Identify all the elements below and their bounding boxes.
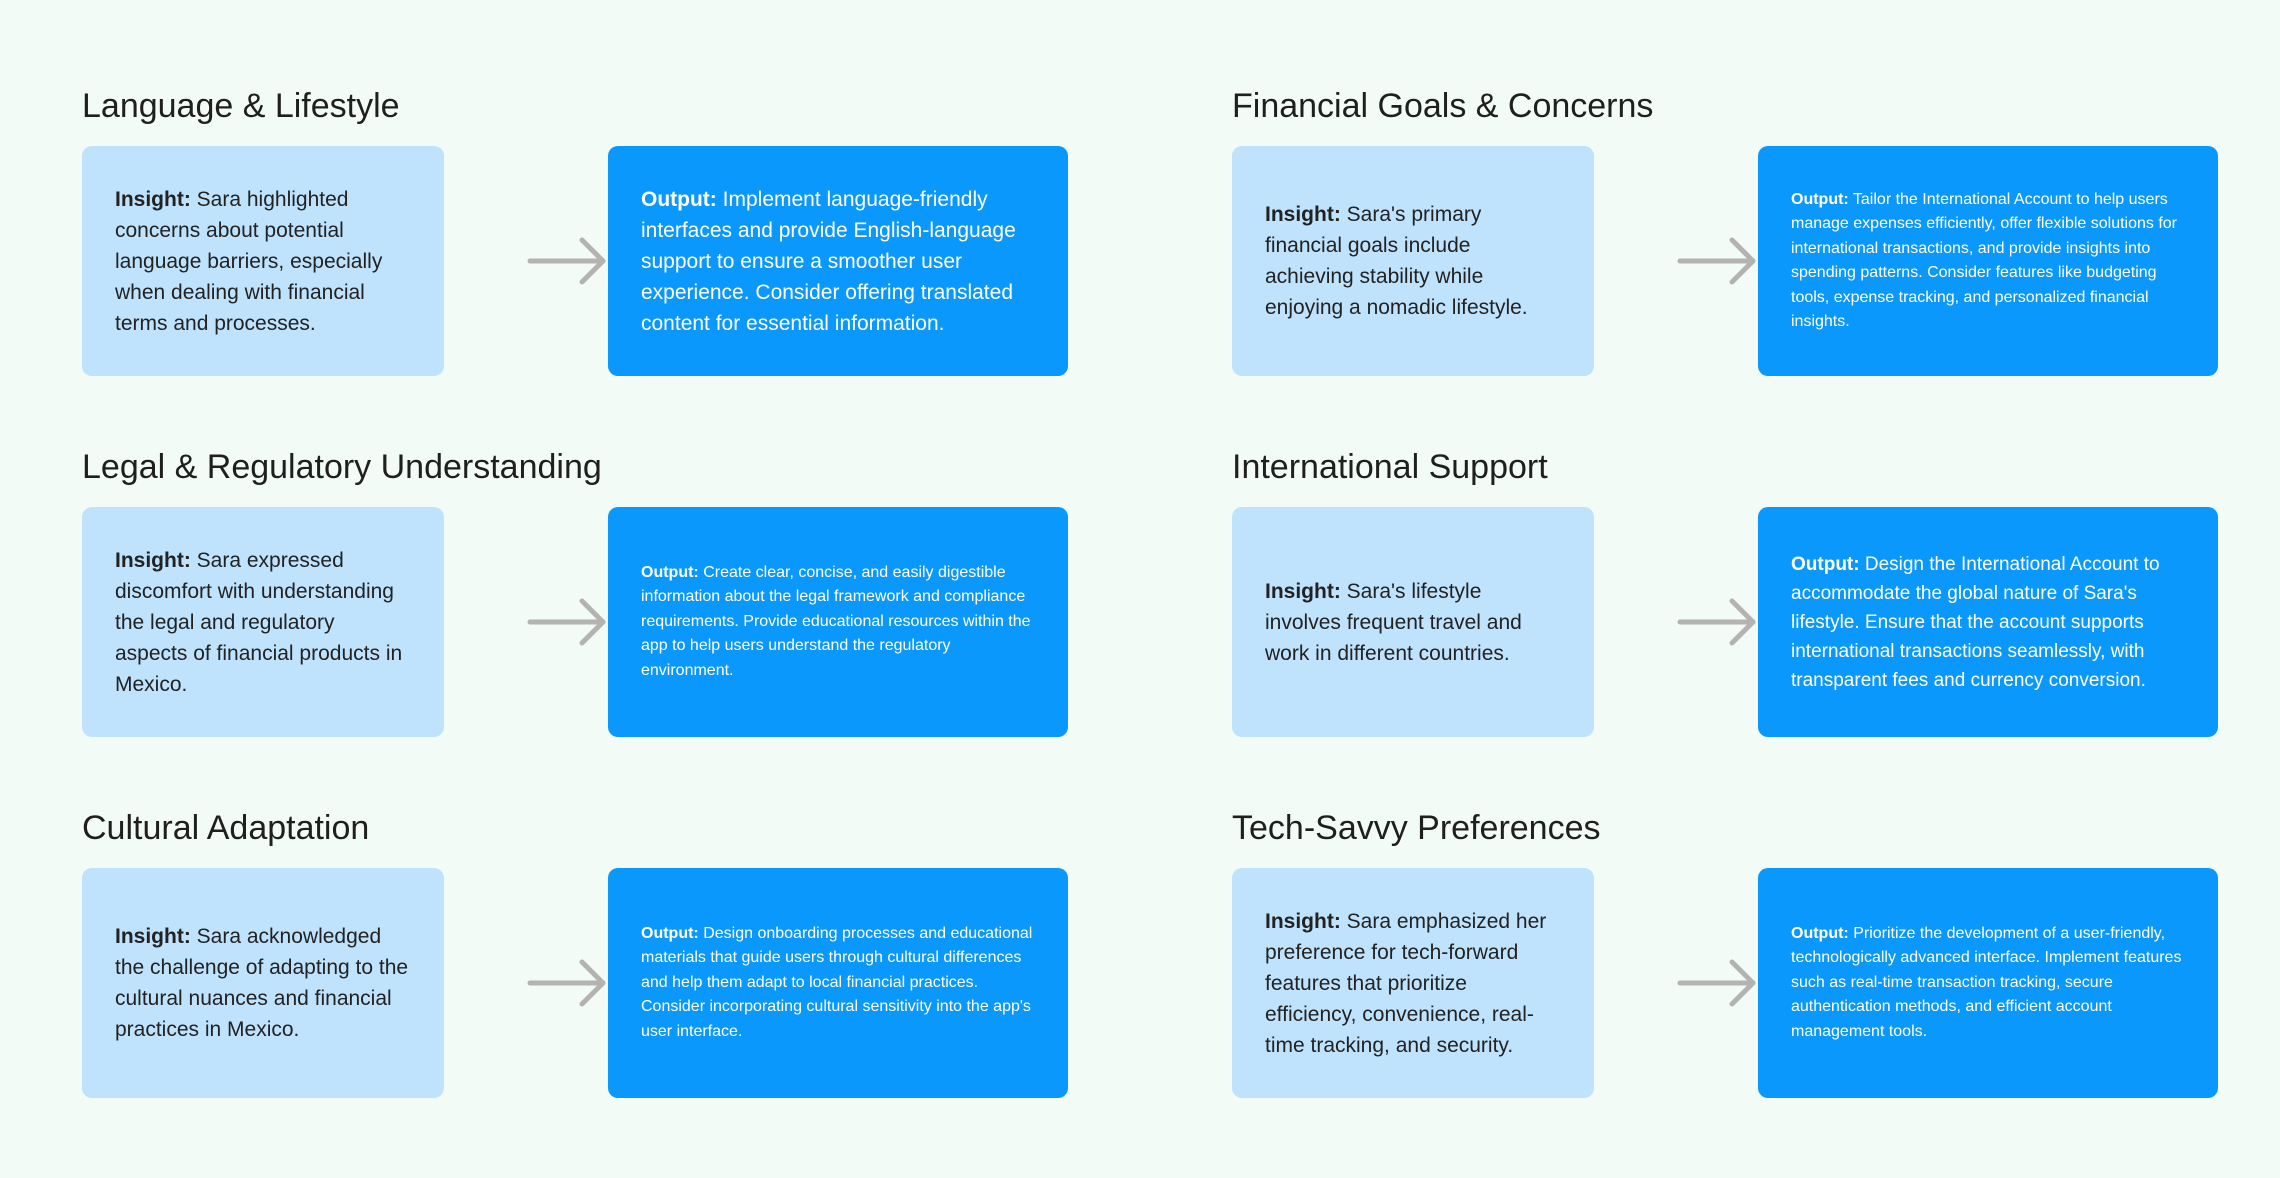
insight-text: Insight: Sara emphasized her preference … [1265, 906, 1562, 1061]
insight-label: Insight: [115, 548, 191, 572]
section-financial-goals-concerns: Financial Goals & Concerns Insight: Sara… [1232, 84, 2280, 384]
output-label: Output: [1791, 924, 1849, 942]
insight-body: Sara's lifestyle involves frequent trave… [1265, 579, 1522, 665]
section-international-support: International Support Insight: Sara's li… [1232, 445, 2280, 745]
section-tech-savvy-preferences: Tech-Savvy Preferences Insight: Sara emp… [1232, 806, 2280, 1106]
output-box: Output: Create clear, concise, and easil… [608, 507, 1068, 737]
insight-label: Insight: [115, 187, 191, 211]
section-language-lifestyle: Language & Lifestyle Insight: Sara highl… [82, 84, 1132, 384]
section-title: Language & Lifestyle [82, 87, 400, 125]
insight-body: Sara highlighted concerns about potentia… [115, 187, 383, 335]
arrow-right-icon [1677, 237, 1756, 285]
section-title: International Support [1232, 448, 1548, 486]
insight-label: Insight: [1265, 203, 1341, 226]
insight-text: Insight: Sara's primary financial goals … [1265, 199, 1562, 323]
output-label: Output: [641, 187, 717, 211]
output-text: Output: Implement language-friendly inte… [641, 184, 1038, 339]
insight-box: Insight: Sara emphasized her preference … [1232, 868, 1594, 1098]
insight-text: Insight: Sara expressed discomfort with … [115, 545, 412, 700]
output-text: Output: Prioritize the development of a … [1791, 922, 2188, 1045]
arrow-right-icon [1677, 598, 1756, 646]
arrow-right-icon [527, 237, 606, 285]
arrow-right-icon [1677, 959, 1756, 1007]
section-title: Financial Goals & Concerns [1232, 87, 1654, 125]
output-text: Output: Tailor the International Account… [1791, 188, 2188, 335]
insight-label: Insight: [115, 925, 191, 948]
insight-body: Sara acknowledged the challenge of adapt… [115, 925, 409, 1041]
arrow-right-icon [527, 598, 606, 646]
output-box: Output: Tailor the International Account… [1758, 146, 2218, 376]
section-title: Tech-Savvy Preferences [1232, 809, 1601, 847]
output-box: Output: Prioritize the development of a … [1758, 868, 2218, 1098]
output-body: Prioritize the development of a user-fri… [1791, 924, 2182, 1040]
insight-label: Insight: [1265, 909, 1341, 933]
output-label: Output: [641, 924, 699, 942]
output-body: Design the International Account to acco… [1791, 553, 2160, 691]
output-body: Create clear, concise, and easily digest… [641, 563, 1031, 679]
output-body: Tailor the International Account to help… [1791, 190, 2177, 331]
output-text: Output: Design onboarding processes and … [641, 922, 1038, 1045]
insight-text: Insight: Sara highlighted concerns about… [115, 184, 412, 339]
insight-body: Sara emphasized her preference for tech-… [1265, 909, 1547, 1057]
output-box: Output: Implement language-friendly inte… [608, 146, 1068, 376]
arrow-right-icon [527, 959, 606, 1007]
output-box: Output: Design onboarding processes and … [608, 868, 1068, 1098]
output-box: Output: Design the International Account… [1758, 507, 2218, 737]
section-title: Legal & Regulatory Understanding [82, 448, 602, 486]
insight-text: Insight: Sara acknowledged the challenge… [115, 921, 412, 1045]
insight-box: Insight: Sara's lifestyle involves frequ… [1232, 507, 1594, 737]
output-text: Output: Create clear, concise, and easil… [641, 561, 1038, 684]
insight-body: Sara's primary financial goals include a… [1265, 203, 1528, 319]
output-text: Output: Design the International Account… [1791, 550, 2188, 695]
output-label: Output: [1791, 553, 1860, 575]
insight-label: Insight: [1265, 579, 1341, 603]
insight-box: Insight: Sara highlighted concerns about… [82, 146, 444, 376]
section-title: Cultural Adaptation [82, 809, 370, 847]
insight-box: Insight: Sara acknowledged the challenge… [82, 868, 444, 1098]
insight-text: Insight: Sara's lifestyle involves frequ… [1265, 576, 1562, 669]
output-label: Output: [1791, 190, 1849, 208]
output-body: Implement language-friendly interfaces a… [641, 187, 1016, 335]
section-cultural-adaptation: Cultural Adaptation Insight: Sara acknow… [82, 806, 1132, 1106]
insight-box: Insight: Sara expressed discomfort with … [82, 507, 444, 737]
insight-body: Sara expressed discomfort with understan… [115, 548, 403, 696]
section-legal-regulatory: Legal & Regulatory Understanding Insight… [82, 445, 1132, 745]
output-label: Output: [641, 563, 699, 581]
output-body: Design onboarding processes and educatio… [641, 924, 1033, 1040]
insight-box: Insight: Sara's primary financial goals … [1232, 146, 1594, 376]
